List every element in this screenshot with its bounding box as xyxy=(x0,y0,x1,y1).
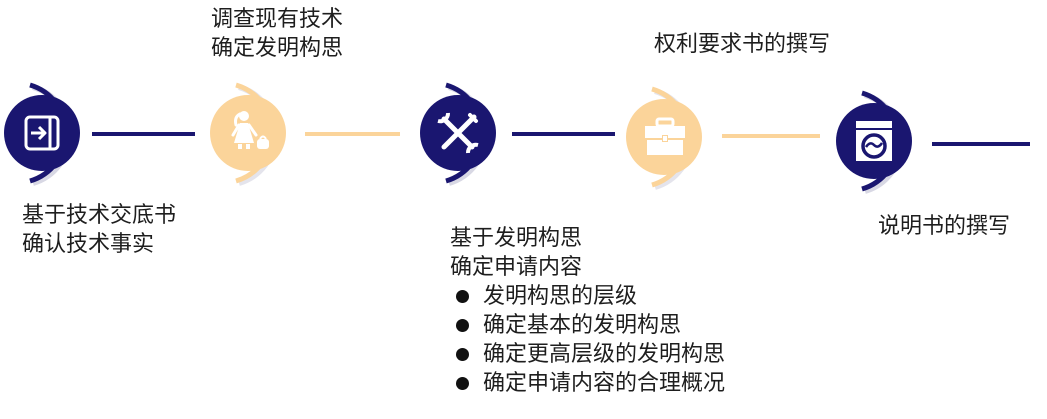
wrench-screwdriver-icon xyxy=(434,109,482,157)
step-3-label-line-2: 确定申请内容 xyxy=(450,255,583,280)
step-2-node xyxy=(198,73,318,193)
step-4-node xyxy=(614,77,734,197)
bullet-dot-icon xyxy=(456,376,469,390)
step-1-label: 基于技术交底书 确认技术事实 xyxy=(22,201,176,259)
step-5-connector xyxy=(932,142,1030,146)
step-4-label-line-1: 权利要求书的撰写 xyxy=(654,32,831,57)
step-5-label-line-1: 说明书的撰写 xyxy=(878,214,1011,239)
bullet-item: 确定申请内容的合理概况 xyxy=(450,369,725,398)
step-1-label-line-2: 确认技术事实 xyxy=(22,232,155,257)
step-1-connector xyxy=(92,132,195,136)
person-with-bag-icon xyxy=(228,109,272,157)
step-2-label-line-1: 调查现有技术 xyxy=(211,7,344,32)
step-3-bullet-list: 发明构思的层级 确定基本的发明构思 确定更高层级的发明构思 确定申请内容的合理概… xyxy=(450,282,725,398)
bullet-dot-icon xyxy=(456,347,469,361)
bullet-item: 发明构思的层级 xyxy=(450,282,725,311)
sign-in-arrow-icon xyxy=(22,113,62,153)
bullet-item: 确定更高层级的发明构思 xyxy=(450,340,725,369)
step-2-label-line-2: 确定发明构思 xyxy=(211,36,344,61)
step-1-node xyxy=(0,73,112,193)
step-3-node xyxy=(408,73,528,193)
step-3-connector xyxy=(512,132,615,136)
bullet-dot-icon xyxy=(456,318,469,332)
bullet-dot-icon xyxy=(456,289,469,303)
bullet-item: 确定基本的发明构思 xyxy=(450,311,725,340)
step-2-connector xyxy=(305,132,400,136)
step-5-node xyxy=(824,81,944,201)
step-4-label: 权利要求书的撰写 xyxy=(654,30,830,59)
step-3-label-line-1: 基于发明构思 xyxy=(450,226,583,251)
step-5-label: 说明书的撰写 xyxy=(878,212,1010,241)
washing-machine-icon xyxy=(854,119,894,163)
step-4-connector xyxy=(722,134,820,138)
briefcase-icon xyxy=(643,117,687,157)
step-2-label: 调查现有技术 确定发明构思 xyxy=(211,5,343,63)
step-1-label-line-1: 基于技术交底书 xyxy=(22,203,177,228)
step-3-label: 基于发明构思 确定申请内容 发明构思的层级 确定基本的发明构思 确定更高层级的发… xyxy=(450,224,725,398)
